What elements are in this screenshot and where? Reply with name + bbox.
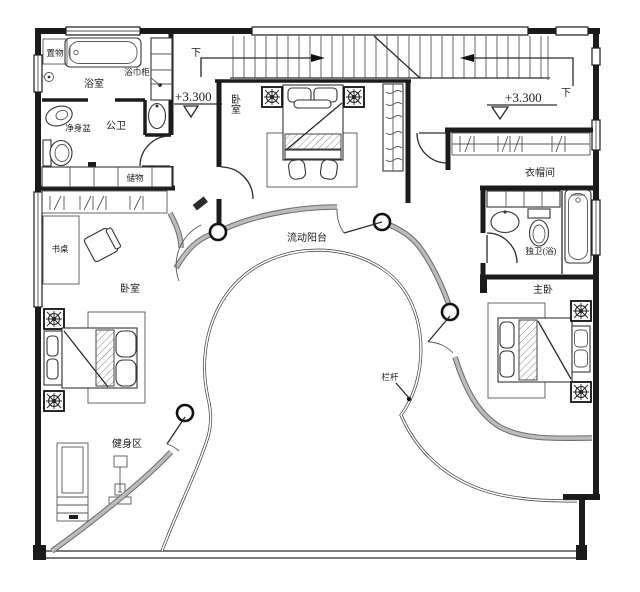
shower-head-icon (42, 72, 54, 82)
label-railing: 栏杆 (381, 372, 399, 382)
label-storage: 储物 (126, 173, 144, 183)
label-bedroom-left: 卧室 (120, 282, 140, 295)
storage-shelf-box (42, 38, 68, 65)
outer-walls (33, 26, 601, 560)
ensuite-toilet (527, 208, 551, 247)
bedroom-top-walls (215, 79, 411, 226)
label-storage-shelf: 置物 (46, 48, 64, 58)
label-fitness: 健身区 (112, 437, 142, 450)
railing-annotation: 栏杆 (381, 372, 412, 402)
desk (42, 215, 80, 285)
plant-master-2 (570, 381, 592, 403)
label-desk: 书桌 (51, 244, 69, 254)
stair-arrow-right (460, 54, 574, 86)
window (33, 26, 601, 308)
elevation-marker-left: +3.300 (174, 89, 222, 119)
bed-left (43, 311, 146, 404)
staircase (200, 35, 574, 86)
wardrobe-top-bedroom (382, 83, 404, 172)
ensuite-bathtub (564, 189, 592, 264)
toilet-public (42, 139, 73, 167)
treadmill (56, 442, 89, 522)
plant-master-1 (570, 300, 592, 322)
columns (175, 212, 460, 423)
label-bidet: 净身盆 (65, 123, 91, 133)
label-bathroom: 浴室 (84, 77, 104, 90)
door-leaf (192, 196, 208, 211)
label-ensuite: 独卫(浴) (525, 246, 556, 256)
towel-cabinet (150, 37, 173, 101)
elevation-left-text: +3.300 (175, 89, 212, 104)
stair-down-left-text: 下 (191, 48, 201, 59)
label-towel-cabinet: 浴巾柜 (124, 67, 150, 77)
railing-curve (160, 248, 578, 552)
bed-top (266, 84, 358, 188)
storage-cabinet-row (41, 166, 173, 188)
ensuite-sink (490, 210, 520, 234)
ensuite-cabinet (486, 190, 561, 208)
elevation-right-text: +3.300 (505, 90, 542, 105)
closet-shelving (451, 132, 591, 156)
nightstand-right (343, 86, 365, 108)
ensuite-walls (480, 185, 593, 293)
label-bedroom-top: 卧室 (229, 93, 241, 114)
label-flow-balcony: 流动阳台 (287, 231, 327, 244)
chair (83, 227, 122, 263)
bidet (45, 105, 73, 127)
balcony-doors (166, 196, 454, 452)
bookshelf (41, 190, 168, 214)
stair-arrow-left (200, 54, 325, 77)
bed-master (487, 302, 591, 399)
label-public-wc: 公卫 (106, 121, 126, 132)
stair-down-right-text: 下 (561, 88, 571, 99)
plant-left-2 (43, 390, 65, 412)
washbasin-niche (147, 102, 167, 130)
bathtub (64, 37, 142, 68)
label-master-bedroom: 主卧 (533, 283, 553, 296)
plant-left-1 (43, 308, 65, 330)
nightstand-left (261, 86, 283, 108)
elevation-marker-right: +3.300 (487, 90, 557, 121)
closet-walls (416, 127, 593, 170)
label-closet: 衣帽间 (525, 166, 555, 179)
